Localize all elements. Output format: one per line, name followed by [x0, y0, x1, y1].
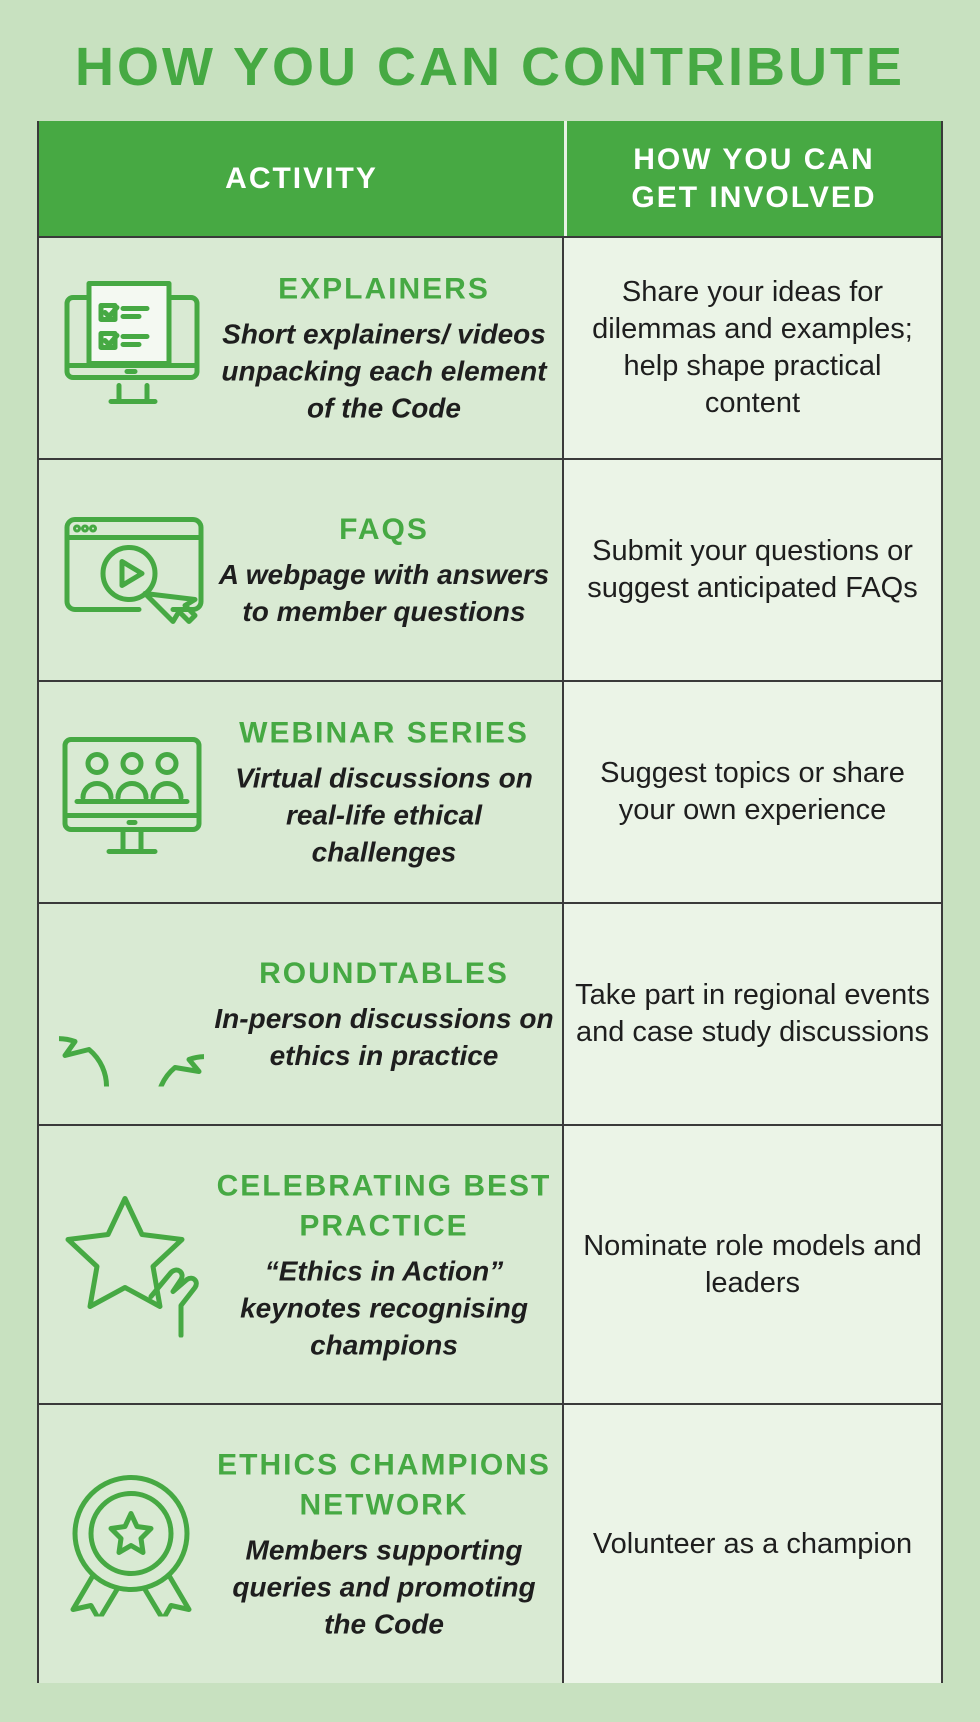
award-badge-icon	[59, 1472, 204, 1622]
activity-description: In-person discussions on ethics in pract…	[214, 1003, 554, 1071]
activity-cell: FAQS A webpage with answers to member que…	[39, 460, 564, 680]
speech-bubbles-icon	[8, 942, 256, 1156]
activity-description: A webpage with answers to member questio…	[218, 559, 550, 627]
activity-name: FAQS	[339, 513, 429, 546]
page-title: HOW YOU CAN CONTRIBUTE	[75, 37, 905, 97]
activity-description: Virtual discussions on real-life ethical…	[235, 762, 533, 868]
activity-cell: ETHICS CHAMPIONS NETWORK Members supporti…	[39, 1405, 564, 1683]
activity-description: Members supporting queries and promoting…	[232, 1534, 536, 1640]
activity-name: ETHICS CHAMPIONS NETWORK	[217, 1448, 551, 1522]
header-activity: ACTIVITY	[39, 121, 567, 236]
activity-name: EXPLAINERS	[278, 272, 490, 306]
activity-name: WEBINAR SERIES	[239, 716, 529, 750]
hand-star-icon	[59, 1192, 204, 1338]
table-row: CELEBRATING BEST PRACTICE “Ethics in Acti…	[39, 1124, 941, 1403]
contribution-table: ACTIVITY HOW YOU CAN GET INVOLVED EXPLAI…	[8, 121, 943, 1683]
involvement-text: Volunteer as a champion	[564, 1405, 941, 1683]
involvement-text: Take part in regional events and case st…	[564, 904, 941, 1124]
involvement-text: Suggest topics or share your own experie…	[564, 682, 941, 902]
activity-cell: EXPLAINERS Short explainers/ videos unpac…	[39, 238, 564, 458]
table-row: ROUNDTABLES In-person discussions on ethi…	[8, 902, 941, 1156]
involvement-text: Nominate role models and leaders	[564, 1126, 941, 1403]
activity-description: “Ethics in Action” keynotes recognising …	[240, 1255, 528, 1360]
activity-name: ROUNDTABLES	[259, 957, 509, 990]
activity-cell: CELEBRATING BEST PRACTICE “Ethics in Acti…	[39, 1126, 564, 1403]
activity-name: CELEBRATING BEST PRACTICE	[216, 1169, 552, 1242]
monitor-checklist-icon	[59, 276, 204, 421]
monitor-group-icon	[59, 720, 204, 865]
involvement-text: Share your ideas for dilemmas and exampl…	[564, 238, 941, 458]
table-header: ACTIVITY HOW YOU CAN GET INVOLVED	[39, 121, 941, 236]
table-row: ETHICS CHAMPIONS NETWORK Members supporti…	[39, 1403, 941, 1683]
involvement-text: Submit your questions or suggest anticip…	[564, 460, 941, 680]
table-row: EXPLAINERS Short explainers/ videos unpac…	[39, 236, 941, 458]
header-involved-label: HOW YOU CAN GET INVOLVED	[631, 142, 877, 214]
table-row: WEBINAR SERIES Virtual discussions on rea…	[39, 680, 941, 902]
activity-description: Short explainers/ videos unpacking each …	[221, 318, 547, 424]
header-involved: HOW YOU CAN GET INVOLVED	[567, 121, 941, 236]
table-row: FAQS A webpage with answers to member que…	[39, 458, 941, 680]
activity-cell: ROUNDTABLES In-person discussions on ethi…	[8, 904, 564, 1156]
activity-cell: WEBINAR SERIES Virtual discussions on rea…	[39, 682, 564, 902]
browser-play-icon	[59, 498, 204, 643]
